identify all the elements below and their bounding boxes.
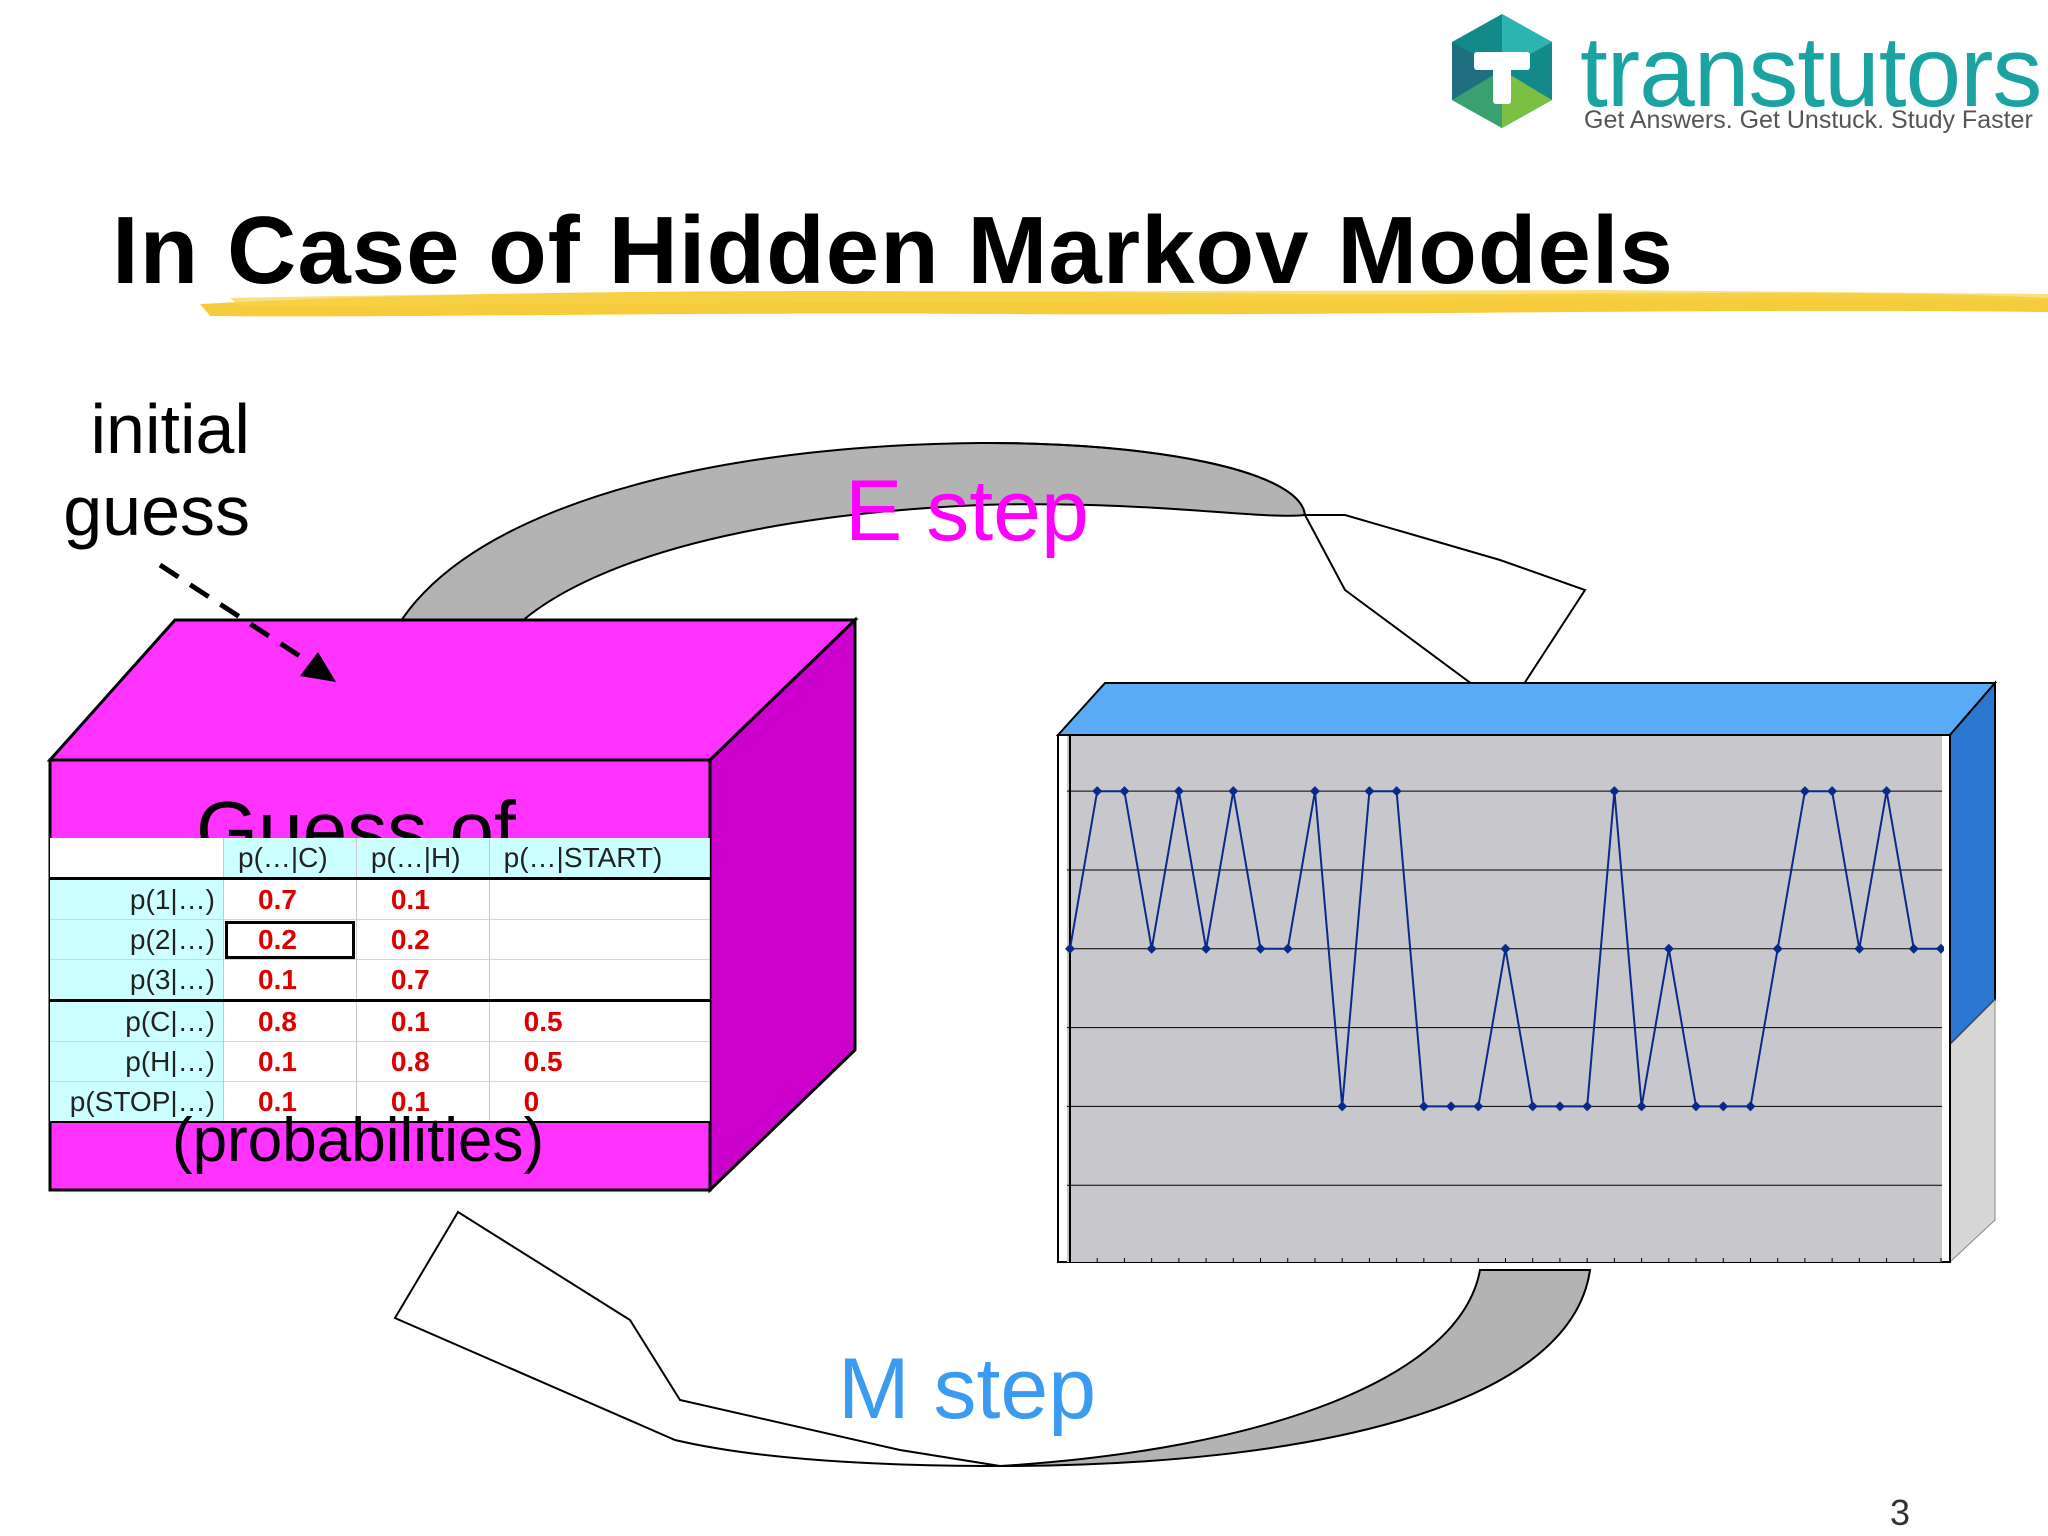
title-highlight [200, 268, 2048, 328]
selected-table-cell[interactable]: 0.2 [223, 919, 357, 960]
data-point [1609, 786, 1620, 797]
table-cell[interactable]: 0.7 [356, 959, 490, 1002]
table-cell[interactable]: 0.1 [356, 878, 490, 920]
table-row: p(C|…) 0.8 0.1 0.5 [50, 1000, 711, 1042]
m-step-label: M step [838, 1341, 1097, 1437]
probabilities-label: (probabilities) [172, 1106, 545, 1175]
table-cell[interactable]: 0.5 [489, 1000, 711, 1042]
row-label: p(3|…) [50, 959, 224, 1002]
row-label: p(C|…) [50, 1000, 224, 1042]
e-step-label: E step [845, 463, 1089, 559]
table-header-h[interactable]: p(…|H) [356, 838, 490, 880]
data-point [1582, 1101, 1593, 1112]
initial-guess-label: initial guess [40, 388, 250, 552]
table-header-blank [50, 838, 224, 880]
table-header-c[interactable]: p(…|C) [223, 838, 357, 880]
guess-of-label: Guess of [196, 785, 517, 844]
data-point [1418, 1101, 1429, 1112]
table-cell[interactable]: 0.7 [223, 878, 357, 920]
data-point [1827, 786, 1838, 797]
data-point [1772, 943, 1783, 954]
table-cell[interactable] [489, 919, 711, 960]
row-label: p(STOP|…) [50, 1081, 224, 1123]
table-cell[interactable] [489, 959, 711, 1002]
plot-area [1067, 736, 1942, 1262]
data-point [1309, 786, 1320, 797]
data-point [1663, 943, 1674, 954]
data-point [1691, 1101, 1702, 1112]
data-point [1364, 786, 1375, 797]
row-label: p(2|…) [50, 919, 224, 960]
data-point [1881, 786, 1892, 797]
data-point [1500, 943, 1511, 954]
brand-name: transtutors [1580, 16, 2042, 128]
data-point [1119, 786, 1130, 797]
table-cell[interactable]: 0.1 [223, 1041, 357, 1082]
table-header-row: p(…|C) p(…|H) p(…|START) [50, 838, 711, 880]
table-cell[interactable]: 0.1 [356, 1081, 490, 1123]
data-point [1527, 1101, 1538, 1112]
table-row: p(H|…) 0.1 0.8 0.5 [50, 1041, 711, 1082]
table-row: p(3|…) 0.1 0.7 [50, 959, 711, 1002]
data-point [1255, 943, 1266, 954]
probability-table: p(…|C) p(…|H) p(…|START) p(1|…) 0.7 0.1 … [50, 838, 711, 1123]
data-point [1554, 1101, 1565, 1112]
table-cell[interactable]: 0.8 [356, 1041, 490, 1082]
table-cell[interactable]: 0.1 [223, 959, 357, 1002]
data-point [1908, 943, 1919, 954]
table-cell[interactable]: 0.2 [356, 919, 490, 960]
table-cell[interactable] [489, 878, 711, 920]
data-point [1745, 1101, 1756, 1112]
data-point [1201, 943, 1212, 954]
data-point [1473, 1101, 1484, 1112]
table-cell[interactable]: 0.1 [223, 1081, 357, 1123]
initial-label-line2: guess [63, 472, 250, 550]
table-cell[interactable]: 0.1 [356, 1000, 490, 1042]
data-point [1854, 943, 1865, 954]
data-point [1936, 943, 1944, 954]
data-point [1337, 1101, 1348, 1112]
table-row: p(2|…) 0.2 0.2 [50, 919, 711, 960]
table-cell[interactable]: 0.8 [223, 1000, 357, 1042]
data-point [1228, 786, 1239, 797]
table-row: p(1|…) 0.7 0.1 [50, 878, 711, 920]
data-point [1173, 786, 1184, 797]
table-cell[interactable]: 0.5 [489, 1041, 711, 1082]
data-point [1282, 943, 1293, 954]
row-label: p(1|…) [50, 878, 224, 920]
data-point [1636, 1101, 1647, 1112]
table-cell[interactable]: 0 [489, 1081, 711, 1123]
data-point [1718, 1101, 1729, 1112]
transtutors-logo [1446, 10, 1558, 132]
data-point [1092, 786, 1103, 797]
state-sequence-chart [1065, 736, 1944, 1262]
table-header-start[interactable]: p(…|START) [489, 838, 711, 880]
data-point [1146, 943, 1157, 954]
data-point [1446, 1101, 1457, 1112]
initial-label-line1: initial [90, 390, 250, 468]
slide-number: 3 [1890, 1492, 1911, 1533]
table-row: p(STOP|…) 0.1 0.1 0 [50, 1081, 711, 1123]
page-title: In Case of Hidden Markov Models [112, 197, 1674, 304]
brand-tagline: Get Answers. Get Unstuck. Study Faster [1584, 106, 2033, 134]
data-point [1065, 943, 1075, 954]
row-label: p(H|…) [50, 1041, 224, 1082]
data-point [1391, 786, 1402, 797]
data-point [1799, 786, 1810, 797]
